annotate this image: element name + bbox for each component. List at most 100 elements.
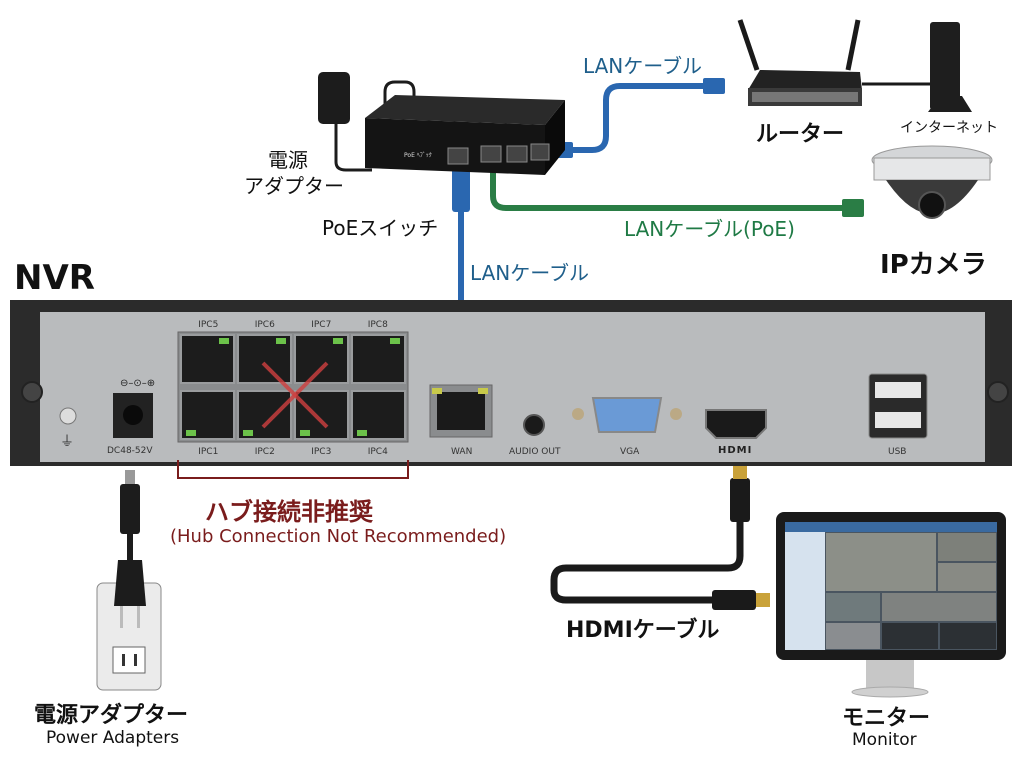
poe-switch-side bbox=[545, 100, 565, 175]
cable-label-switch-nvr: LANケーブル bbox=[470, 261, 590, 285]
hdmi-cable bbox=[550, 516, 744, 604]
ipc-port-ipc7 bbox=[294, 334, 349, 384]
not-recommended-cross-icon bbox=[261, 361, 329, 429]
router-antenna-left bbox=[737, 19, 760, 71]
lan-cable-switch-router bbox=[562, 83, 708, 153]
wan-label: WAN bbox=[451, 447, 473, 457]
ipc-port-ipc8 bbox=[351, 334, 406, 384]
port-led-icon bbox=[300, 430, 310, 436]
ipc-port-label: IPC4 bbox=[367, 447, 388, 457]
outlet-socket bbox=[112, 646, 146, 674]
cable-label-switch-camera: LANケーブル(PoE) bbox=[624, 217, 795, 241]
ipc-port-label: IPC2 bbox=[254, 447, 275, 457]
ipc-ports-bottom-row bbox=[180, 390, 406, 440]
monitor-feed-4 bbox=[826, 593, 880, 621]
poe-switch-port-4 bbox=[530, 143, 550, 161]
hdmi-plug-bottom bbox=[712, 590, 756, 610]
hdmi-port bbox=[705, 409, 767, 439]
ipc-port-label: IPC3 bbox=[311, 447, 332, 457]
switch-power-cord bbox=[334, 124, 372, 172]
usb-port-1 bbox=[875, 382, 921, 398]
ipc-ports-top-row bbox=[180, 334, 406, 384]
power-cord bbox=[127, 534, 133, 560]
internet-label: インターネット bbox=[900, 120, 998, 136]
ac-plug-prong-left bbox=[120, 606, 123, 628]
outlet-slot-left bbox=[122, 654, 125, 666]
monitor-feed-1 bbox=[826, 533, 936, 591]
vga-port bbox=[591, 397, 663, 433]
rj45-plug-camera bbox=[842, 199, 864, 217]
usb-port-2 bbox=[875, 412, 921, 428]
ipc-port-ipc5 bbox=[180, 334, 235, 384]
ipc-port-ipc3 bbox=[294, 390, 349, 440]
poe-switch-port-2 bbox=[480, 145, 502, 163]
ground-symbol-icon: ⏚ bbox=[60, 434, 74, 450]
ip-camera-label: IPカメラ bbox=[880, 250, 987, 280]
ipc-port-ipc4 bbox=[351, 390, 406, 440]
ac-plug bbox=[114, 560, 146, 606]
ipc-port-ipc1 bbox=[180, 390, 235, 440]
wan-port-inner bbox=[437, 392, 485, 430]
poe-switch-label: PoEスイッチ bbox=[322, 216, 439, 240]
monitor-screen-topbar bbox=[785, 522, 997, 532]
router-antenna-right bbox=[845, 19, 861, 71]
ground-terminal bbox=[59, 407, 77, 425]
dc-plug-tip bbox=[125, 470, 135, 484]
poe-switch-top bbox=[365, 95, 565, 125]
cable-label-switch-router: LANケーブル bbox=[583, 54, 703, 78]
rj45-plug-router bbox=[703, 78, 725, 94]
port-led-icon bbox=[390, 338, 400, 344]
monitor-feed-8 bbox=[940, 623, 996, 649]
audio-out-jack bbox=[523, 414, 545, 436]
hub-warning-jp: ハブ接続非推奨 bbox=[205, 498, 373, 526]
power-adapter-label-en: Power Adapters bbox=[46, 728, 180, 748]
port-led-icon bbox=[243, 430, 253, 436]
switch-power-adapter-icon bbox=[318, 72, 350, 124]
hdmi-plug-bottom-tip bbox=[756, 593, 770, 607]
wan-led-left bbox=[432, 388, 442, 394]
hub-warning-bracket bbox=[177, 460, 409, 479]
switch-power-adapter-label-1: 電源 bbox=[268, 148, 308, 172]
nvr-title: NVR bbox=[14, 258, 95, 298]
vga-label: VGA bbox=[620, 447, 640, 457]
monitor-feed-3 bbox=[938, 563, 996, 591]
ipc-port-ipc6 bbox=[237, 334, 292, 384]
dc-polarity-icon: ⊖–⊙–⊕ bbox=[120, 378, 156, 389]
ipc-port-label: IPC7 bbox=[311, 320, 332, 330]
poe-switch-brand: PoE ﾍﾌﾞｯｸ bbox=[404, 152, 432, 159]
power-adapter-label-jp: 電源アダプター bbox=[34, 703, 189, 728]
hdmi-plug-top bbox=[730, 478, 750, 522]
ipc-port-label: IPC8 bbox=[367, 320, 388, 330]
vga-screw-left bbox=[572, 408, 584, 420]
outlet-slot-right bbox=[134, 654, 137, 666]
vga-screw-right bbox=[670, 408, 682, 420]
poe-switch-port-1 bbox=[447, 147, 469, 165]
port-led-icon bbox=[276, 338, 286, 344]
port-led-icon bbox=[186, 430, 196, 436]
switch-power-adapter-label-2: アダプター bbox=[244, 174, 344, 198]
cable-label-hdmi: HDMIケーブル bbox=[566, 618, 720, 643]
router-front-panel bbox=[752, 92, 858, 102]
monitor-label-en: Monitor bbox=[852, 730, 917, 750]
monitor-stand-base bbox=[851, 686, 929, 698]
dc-power-jack-hole bbox=[123, 405, 143, 425]
router-body bbox=[748, 70, 862, 90]
ipc-port-label: IPC6 bbox=[254, 320, 275, 330]
ipc-port-ipc2 bbox=[237, 390, 292, 440]
monitor-feed-7 bbox=[882, 623, 938, 649]
hdmi-plug-top-tip bbox=[733, 465, 747, 479]
dc-plug-body bbox=[120, 484, 140, 534]
poe-switch-port-3 bbox=[506, 145, 528, 163]
internet-modem-stand bbox=[928, 96, 972, 112]
poe-cable-switch-camera bbox=[490, 165, 849, 211]
monitor-feed-2 bbox=[938, 533, 996, 561]
rj45-plug-switch-down bbox=[452, 162, 470, 212]
nvr-screw-left bbox=[21, 381, 43, 403]
hub-warning-en: (Hub Connection Not Recommended) bbox=[170, 526, 507, 547]
monitor-feed-5 bbox=[882, 593, 996, 621]
dc-power-label: DC48-52V bbox=[107, 446, 153, 456]
switch-power-loop bbox=[383, 80, 416, 110]
ip-camera-lens bbox=[918, 191, 946, 219]
